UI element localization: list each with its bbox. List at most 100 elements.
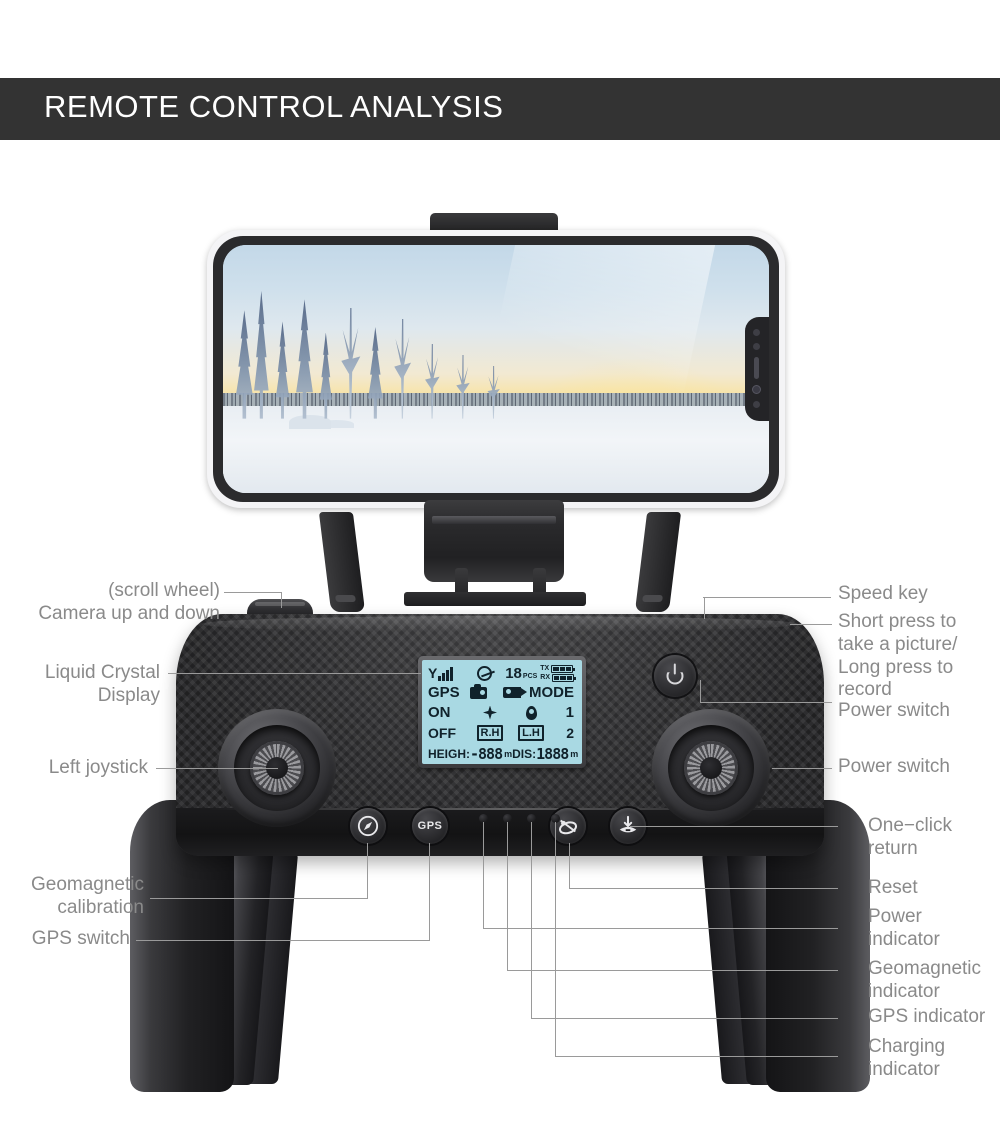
video-camera-icon (502, 687, 527, 698)
callout-shutter-key: Short press to take a picture/ Long pres… (838, 611, 958, 701)
phone-holder-peg-left (455, 568, 468, 598)
callout-power-indicator: Power indicator (868, 906, 940, 950)
rx-battery-icon (552, 673, 577, 682)
scene-snow-mound (288, 414, 331, 429)
callout-liquid-crystal-display: Liquid Crystal Display (44, 662, 160, 706)
leader-geomagnetic-v (367, 843, 368, 899)
lcd-row-3: ON 1 (428, 704, 576, 721)
lcd-mode-label: MODE (528, 684, 574, 701)
return-to-home-icon (619, 815, 637, 833)
distance-label: DIS: (512, 747, 537, 761)
callout-speed-key: Speed key (838, 583, 928, 604)
lcd-status-row: Y 18PCS TX RX (428, 664, 577, 682)
distance-unit: m (570, 749, 579, 759)
header-bar (0, 78, 1000, 140)
phone-holder-foot (404, 592, 586, 606)
leader-scroll-wheel (224, 592, 282, 593)
power-icon-bar (673, 663, 677, 675)
front-camera-icon (752, 385, 761, 394)
leader-shutter-key (790, 624, 832, 625)
smartphone (207, 230, 785, 508)
leader-gps-indicator-v (531, 822, 532, 1019)
lcd-on-label: ON (428, 704, 451, 721)
leader-reset-v (569, 843, 570, 889)
compass-icon (483, 705, 497, 720)
gps-indicator-led (527, 814, 536, 823)
lcd-screen: Y 18PCS TX RX GPS MODE (422, 660, 582, 764)
geomagnetic-indicator-led (503, 814, 512, 823)
scene-forest (223, 280, 540, 419)
phone-notch (745, 317, 769, 421)
callout-geomagnetic-calibration: Geomagnetic calibration (30, 874, 144, 918)
callout-left-joystick: Left joystick (48, 757, 148, 778)
height-unit: m (504, 749, 513, 759)
compass-circle-icon (357, 815, 379, 837)
phone-holder-arm-left (318, 512, 366, 612)
camera-icon (469, 683, 487, 699)
distance-value: 1888 (536, 745, 569, 763)
lcd-gps-label: GPS (428, 684, 460, 701)
phone-holder-peg-right (533, 568, 546, 598)
controller-highlight (201, 616, 799, 632)
sensor-dot-icon (753, 329, 760, 336)
lcd-mode-1: 1 (565, 704, 574, 721)
leader-power-switch-bottom (772, 768, 832, 769)
geomagnetic-calibration-button[interactable] (350, 808, 386, 844)
leader-reset (569, 888, 838, 889)
leader-scroll-wheel-v (281, 592, 282, 608)
lcd-row-2: GPS MODE (428, 683, 576, 701)
tx-label: TX (540, 665, 550, 672)
left-hand-tag: L.H (518, 724, 544, 741)
lcd-telemetry-row: HEIGH: -888 m DIS: 1888 m (428, 745, 579, 763)
gps-switch-button[interactable]: GPS (412, 808, 448, 844)
callout-charging-indicator: Charging indicator (868, 1036, 946, 1080)
sensor-dot-icon (753, 343, 760, 350)
lcd-off-label: OFF (428, 724, 456, 741)
power-icon (666, 672, 684, 685)
rx-label: RX (540, 674, 551, 681)
leader-gps-switch-v (429, 843, 430, 941)
phone-holder-top-clip (430, 213, 558, 233)
leader-power-indicator-v (483, 822, 484, 929)
power-indicator-led (479, 814, 488, 823)
tx-rx-battery-group: TX RX (540, 664, 577, 682)
leader-power-indicator (483, 928, 838, 929)
leader-power-switch-top (700, 702, 832, 703)
lcd-row-4: OFF R.H L.H 2 (428, 724, 576, 741)
leader-geomagnetic-indicator (507, 970, 838, 971)
sensor-dot-icon (753, 401, 760, 408)
leader-gps-indicator (531, 1018, 838, 1019)
phone-holder-hinge (432, 516, 556, 524)
callout-gps-switch: GPS switch (31, 928, 130, 949)
joystick-stick[interactable] (684, 741, 738, 795)
satellite-icon (558, 819, 578, 835)
lcd-mode-2: 2 (566, 724, 574, 741)
one-click-return-button[interactable] (610, 808, 646, 844)
leader-charging-indicator-v (555, 822, 556, 1057)
leader-speed-key (703, 597, 831, 598)
leader-power-switch-top-v (700, 680, 701, 703)
right-hand-tag: R.H (476, 724, 504, 741)
leader-left-joystick (156, 768, 278, 769)
callout-gps-indicator: GPS indicator (868, 1006, 986, 1027)
right-joystick[interactable] (652, 709, 770, 827)
phone-screen[interactable] (223, 245, 769, 493)
height-value: -888 (470, 745, 503, 763)
tx-battery-icon (551, 664, 576, 673)
height-label: HEIGH: (428, 747, 470, 761)
leader-lcd (168, 673, 421, 674)
satellite-count: 18PCS (505, 664, 538, 682)
leader-gps-switch (136, 940, 430, 941)
power-button[interactable] (654, 655, 696, 697)
earpiece-speaker-icon (754, 357, 759, 379)
callout-one-click-return: One−click return (868, 815, 952, 859)
signal-bars-icon: Y (428, 665, 466, 681)
leader-geomagnetic (150, 898, 368, 899)
callout-power-switch-top: Power switch (838, 700, 950, 721)
leader-charging-indicator (555, 1056, 838, 1057)
callout-power-switch-bottom: Power switch (838, 756, 950, 777)
callout-geomagnetic-indicator: Geomagnetic indicator (868, 958, 982, 1002)
phone-holder-arm-right (634, 512, 682, 612)
liquid-crystal-display: Y 18PCS TX RX GPS MODE (418, 656, 586, 768)
